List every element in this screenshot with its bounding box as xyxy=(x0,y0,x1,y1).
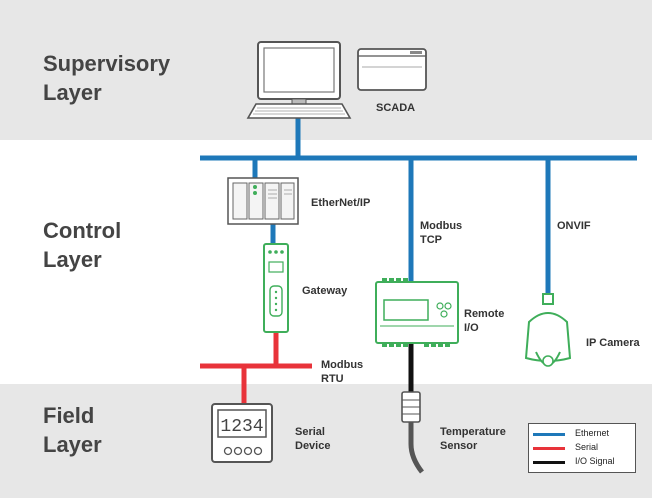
ethernet-lines xyxy=(200,116,637,296)
ethernet-ip-label: EtherNet/IP xyxy=(311,197,371,209)
serial-lines xyxy=(200,332,312,404)
modbus-tcp-label: Modbus TCP xyxy=(420,219,462,247)
remote-io-line-1: Remote xyxy=(464,308,505,320)
onvif-label: ONVIF xyxy=(557,220,591,232)
legend-swatch-serial xyxy=(533,447,565,450)
remote-io-label: Remote I/O xyxy=(464,307,504,335)
serial-device-label: Serial Device xyxy=(295,425,330,453)
serial-device-line-2: Device xyxy=(295,440,331,452)
remote-io-line-2: I/O xyxy=(464,322,479,334)
modbus-rtu-line-2: RTU xyxy=(321,373,344,385)
temperature-sensor-line-1: Temperature xyxy=(440,426,506,438)
temperature-sensor-label: Temperature Sensor xyxy=(440,425,506,453)
legend-swatch-ethernet xyxy=(533,433,565,436)
legend-label-serial: Serial xyxy=(575,442,599,452)
gateway-icon xyxy=(263,243,289,333)
modbus-rtu-line-1: Modbus xyxy=(321,359,364,371)
legend-label-ethernet: Ethernet xyxy=(575,428,610,438)
supervisory-layer-line-2: Layer xyxy=(43,80,102,105)
legend-item-serial: Serial xyxy=(529,441,635,454)
field-layer-line-1: Field xyxy=(43,403,95,428)
supervisory-layer-label: Supervisory Layer xyxy=(43,49,170,107)
legend-item-io-signal: I/O Signal xyxy=(529,455,635,468)
supervisory-layer-line-1: Supervisory xyxy=(43,51,171,76)
temperature-sensor-icon xyxy=(401,391,424,474)
field-layer-line-2: Layer xyxy=(43,432,102,457)
legend: Ethernet Serial I/O Signal xyxy=(528,423,636,473)
modbus-tcp-line-2: TCP xyxy=(420,234,442,246)
scada-window-icon xyxy=(357,48,427,91)
modbus-rtu-label: Modbus RTU xyxy=(321,358,363,386)
legend-item-ethernet: Ethernet xyxy=(529,427,635,440)
plc-rack-icon xyxy=(227,177,299,225)
field-layer-label: Field Layer xyxy=(43,401,102,459)
legend-label-io-signal: I/O Signal xyxy=(575,456,615,466)
ip-camera-label: IP Camera xyxy=(586,337,640,349)
modbus-tcp-line-1: Modbus xyxy=(420,220,463,232)
serial-device-icon: 1234 xyxy=(211,403,273,463)
legend-swatch-io-signal xyxy=(533,461,565,464)
serial-device-line-1: Serial xyxy=(295,426,325,438)
control-layer-line-2: Layer xyxy=(43,247,102,272)
computer-icon xyxy=(246,41,352,119)
ip-camera-icon xyxy=(524,293,572,367)
control-layer-label: Control Layer xyxy=(43,216,121,274)
remote-io-icon xyxy=(375,278,459,347)
scada-label: SCADA xyxy=(376,102,416,114)
temperature-sensor-line-2: Sensor xyxy=(440,440,478,452)
gateway-label: Gateway xyxy=(302,285,348,297)
serial-device-display: 1234 xyxy=(220,417,263,437)
control-layer-line-1: Control xyxy=(43,218,122,243)
